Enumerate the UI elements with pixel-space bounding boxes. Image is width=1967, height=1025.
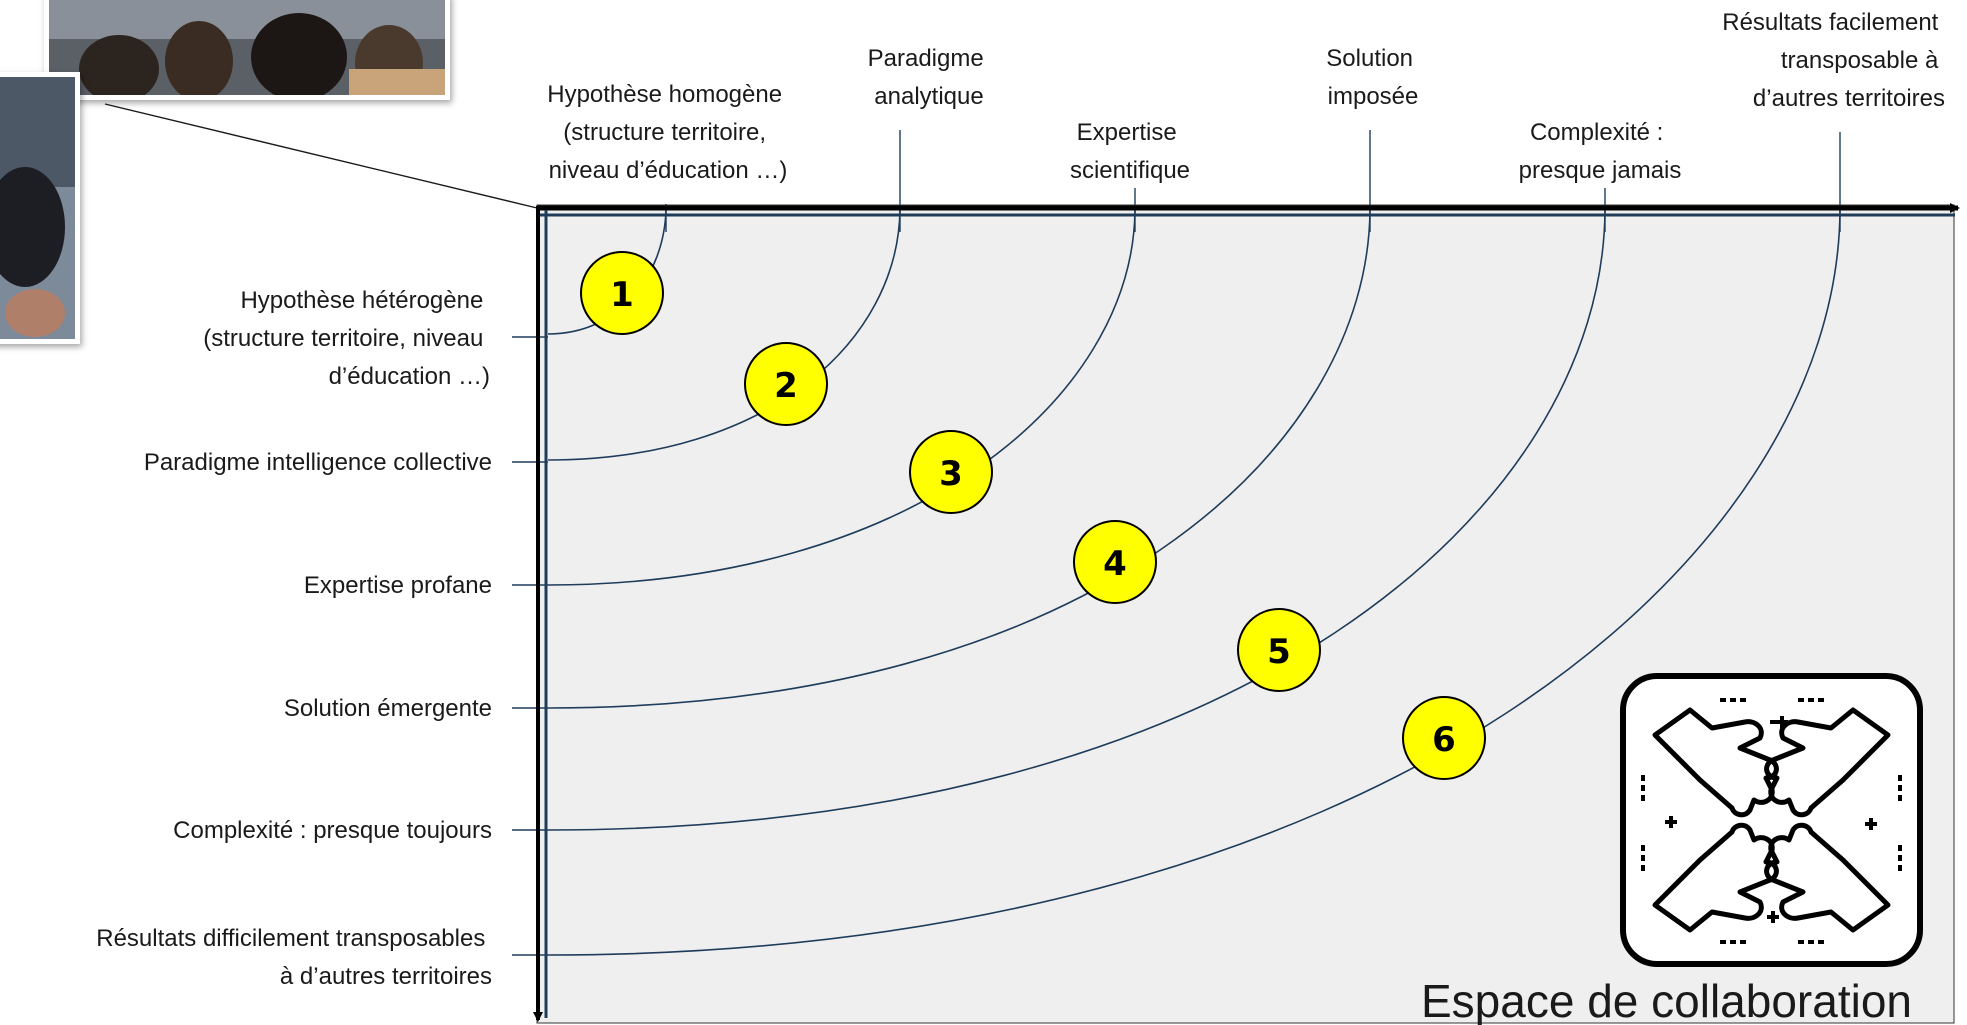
group-photo-image xyxy=(0,77,75,339)
svg-text:6: 6 xyxy=(1432,720,1456,760)
classroom-photo xyxy=(44,0,450,100)
badge-5: 5 xyxy=(1237,608,1321,692)
curve-4 xyxy=(547,209,1371,709)
svg-text:4: 4 xyxy=(1103,544,1127,584)
group-photo xyxy=(0,72,80,344)
badge-2: 2 xyxy=(744,342,828,426)
left-label-4: Solution émergente xyxy=(284,695,492,722)
curve-5 xyxy=(547,209,1606,831)
photo-connector-line xyxy=(104,103,538,209)
top-label-1: Hypothèse homogène (structure territoire… xyxy=(547,81,789,184)
top-label-4: Solution imposée xyxy=(1326,45,1419,110)
badge-1: 1 xyxy=(580,251,664,335)
top-label-2: Paradigme analytique xyxy=(868,45,991,110)
hands-collaboration-icon xyxy=(1620,673,1923,967)
svg-text:2: 2 xyxy=(774,366,798,406)
badge-4: 4 xyxy=(1073,520,1157,604)
svg-text:5: 5 xyxy=(1267,632,1291,672)
classroom-photo-image xyxy=(49,0,445,95)
left-label-5: Complexité : presque toujours xyxy=(173,817,492,844)
left-label-3: Expertise profane xyxy=(304,572,492,599)
curve-6 xyxy=(547,209,1841,956)
top-label-3: Expertise scientifique xyxy=(1070,119,1190,184)
badge-3: 3 xyxy=(909,430,993,514)
top-label-6: Résultats facilement transposable à d’au… xyxy=(1722,9,1945,112)
left-label-1: Hypothèse hétérogène (structure territoi… xyxy=(203,287,490,390)
svg-text:1: 1 xyxy=(610,275,634,315)
left-label-6: Résultats difficilement transposables à … xyxy=(96,925,492,990)
badge-6: 6 xyxy=(1402,696,1486,780)
svg-text:3: 3 xyxy=(939,454,963,494)
top-label-5: Complexité : presque jamais xyxy=(1519,119,1682,184)
space-title: Espace de collaboration xyxy=(1421,975,1912,1025)
left-label-2: Paradigme intelligence collective xyxy=(144,449,492,476)
